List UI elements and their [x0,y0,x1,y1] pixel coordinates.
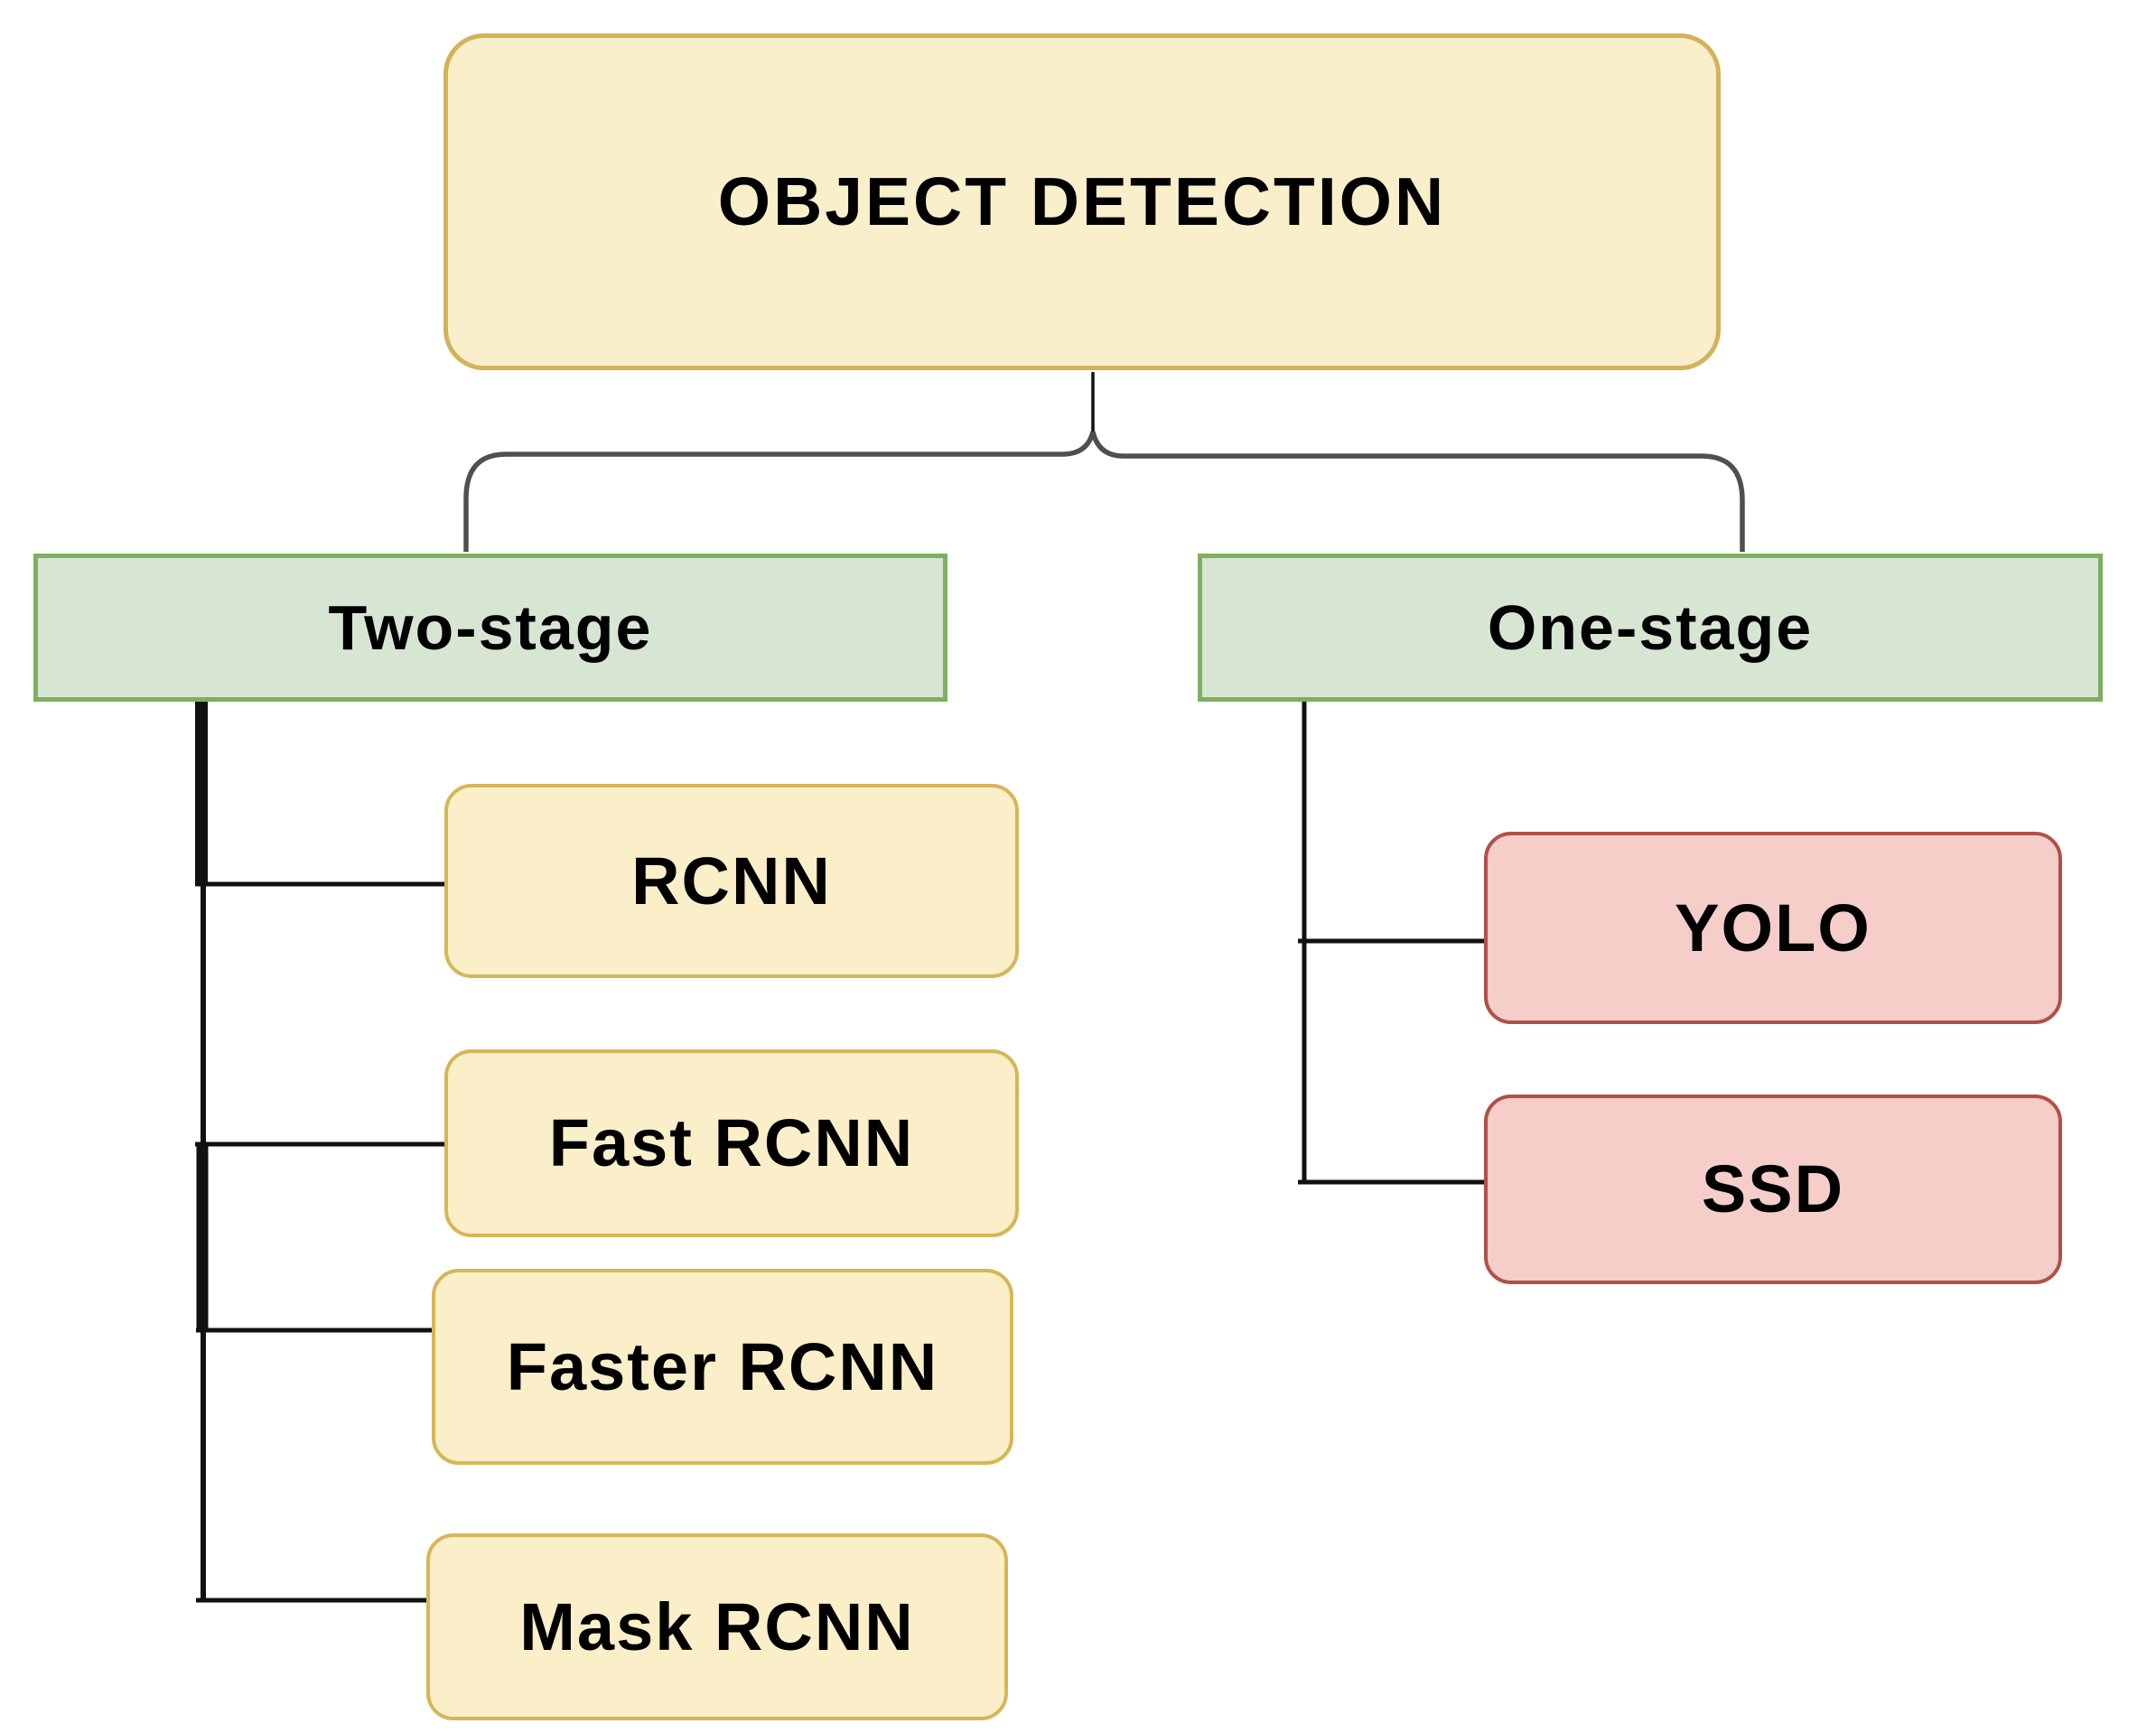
node-rcnn-label: RCNN [631,843,832,918]
node-rcnn: RCNN [444,784,1019,978]
node-two-stage: Two-stage [33,554,947,702]
node-faster-rcnn: Faster RCNN [432,1269,1013,1465]
node-fast-rcnn-label: Fast RCNN [548,1105,915,1181]
node-faster-rcnn-label: Faster RCNN [506,1328,939,1404]
node-yolo-label: YOLO [1675,890,1871,965]
node-mask-rcnn-label: Mask RCNN [519,1589,915,1664]
node-object-detection: OBJECT DETECTION [443,33,1721,370]
node-ssd-label: SSD [1701,1151,1845,1227]
node-one-stage-label: One-stage [1487,592,1814,663]
node-ssd: SSD [1484,1095,2062,1284]
node-two-stage-label: Two-stage [328,592,653,663]
node-object-detection-label: OBJECT DETECTION [717,163,1447,240]
node-one-stage: One-stage [1198,554,2103,702]
brace-right-connector [1090,431,1745,552]
node-fast-rcnn: Fast RCNN [444,1049,1019,1237]
brace-left-connector [463,431,1096,552]
node-yolo: YOLO [1484,832,2062,1024]
node-mask-rcnn: Mask RCNN [426,1533,1008,1720]
